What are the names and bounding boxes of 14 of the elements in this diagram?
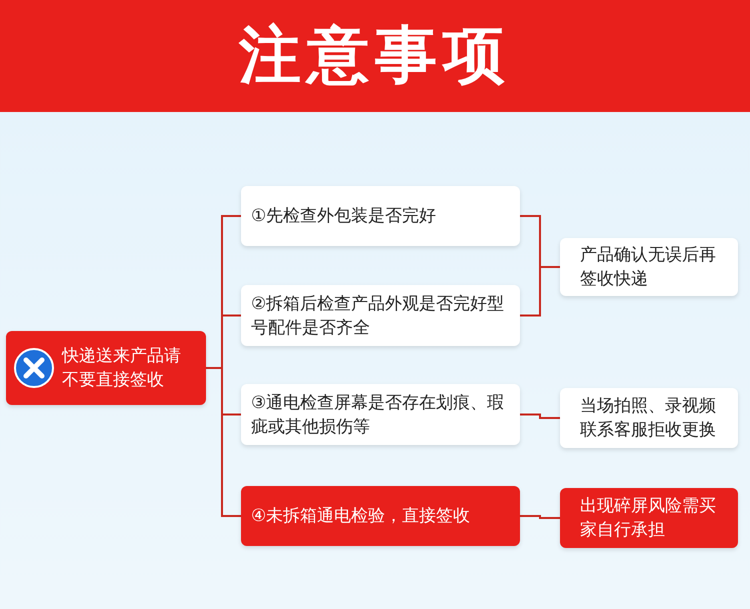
connector-line: [520, 414, 560, 419]
result-box: 产品确认无误后再签收快递: [560, 238, 738, 296]
result-box: 当场拍照、录视频联系客服拒收更换: [560, 388, 738, 448]
connector-line: [520, 266, 560, 316]
warning-box: [6, 331, 206, 405]
step-box: ②拆箱后检查产品外观是否完好型号配件是否齐全: [241, 285, 520, 346]
step-box: ③通电检查屏幕是否存在划痕、瑕疵或其他损伤等: [241, 384, 520, 445]
warning-text: 快递送来产品请不要直接签收: [62, 345, 182, 391]
result-box: 出现碎屏风险需买家自行承担: [560, 488, 738, 548]
step-box: ①先检查外包装是否完好: [241, 186, 520, 246]
connector-line: [206, 367, 241, 517]
page-title: 注意事项: [238, 20, 512, 92]
connector-line: [520, 515, 560, 519]
step-box: ④未拆箱通电检验，直接签收: [241, 486, 520, 546]
